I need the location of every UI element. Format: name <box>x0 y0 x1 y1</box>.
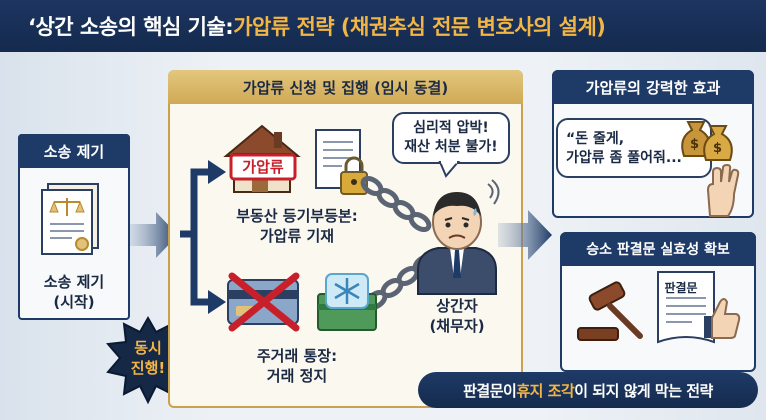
property-line1: 부동산 등기부등본: <box>236 207 358 225</box>
seizure-sign <box>229 153 297 181</box>
account-line2: 거래 정지 <box>266 367 328 385</box>
banner-part1: 판결문이 <box>463 381 517 400</box>
badge-line1: 동시 <box>134 339 162 357</box>
banner-highlight: 휴지 조각 <box>516 381 575 400</box>
quote-line1: “돈 줄게, <box>566 131 625 147</box>
speech-line2: 재산 처분 불가! <box>404 139 498 155</box>
document-lock-icon <box>315 129 368 195</box>
lawsuit-label-line1: 소송 제기 <box>43 273 105 291</box>
judgment-document-icon <box>657 271 715 344</box>
title-highlight: 가압류 전략 (채권추심 전문 변호사의 설계) <box>233 15 606 39</box>
strategy-banner: 판결문이 휴지 조각 이 되지 않게 막는 전략 <box>418 372 758 408</box>
seizure-sign-text: 가압류 <box>242 158 284 176</box>
branch-arrows <box>180 160 226 314</box>
debtor-person-icon <box>417 179 500 295</box>
pressure-speech-bubble: 심리적 압박! 재산 처분 불가! <box>392 112 510 164</box>
lawsuit-label-line2: (시작) <box>53 293 95 311</box>
debtor-line1: 상간자 <box>436 297 478 315</box>
arrow-to-right <box>498 210 552 260</box>
page-title: ‘상간 소송의 핵심 기술: 가압류 전략 (채권추심 전문 변호사의 설계) <box>0 0 766 52</box>
account-line1: 주거래 통장: <box>256 347 338 365</box>
raised-hand-icon <box>706 163 740 217</box>
account-label: 주거래 통장: 거래 정지 <box>222 346 372 386</box>
simultaneous-badge: 동시 진행! <box>108 338 188 378</box>
quote-line2: 가압류 좀 풀어줘...” <box>566 150 692 166</box>
property-label: 부동산 등기부등본: 가압류 기재 <box>222 206 372 246</box>
lawsuit-panel-header: 소송 제기 <box>18 134 130 168</box>
lawsuit-documents-icon <box>41 183 99 255</box>
money-bags-icon: $ $ <box>681 121 733 161</box>
gavel-icon <box>577 281 643 341</box>
crossed-bank-card-icon <box>227 272 300 332</box>
banner-part2: 이 되지 않게 막는 전략 <box>574 381 713 400</box>
arrow-to-center <box>130 212 178 258</box>
speech-bubble-tail <box>438 160 461 178</box>
svg-text:$: $ <box>690 137 699 152</box>
frozen-money-icon <box>317 273 377 331</box>
lawsuit-label: 소송 제기 (시작) <box>18 272 130 312</box>
thumbs-up-icon <box>704 298 741 339</box>
provisional-seizure-header: 가압류 신청 및 집행 (임시 동결) <box>168 70 523 104</box>
svg-text:$: $ <box>713 141 722 156</box>
judgment-doc-label: 판결문 <box>664 281 698 295</box>
badge-line2: 진행! <box>130 359 166 377</box>
effect-panel-header: 가압류의 강력한 효과 <box>552 70 754 104</box>
title-prefix: ‘상간 소송의 핵심 기술: <box>28 15 234 39</box>
speech-line1: 심리적 압박! <box>413 120 489 136</box>
debtor-line2: (채무자) <box>429 317 485 335</box>
chain-top <box>360 175 432 233</box>
debtor-label: 상간자 (채무자) <box>410 296 504 336</box>
judgment-panel-header: 승소 판결문 실효성 확보 <box>560 232 756 266</box>
property-line2: 가압류 기재 <box>259 227 335 245</box>
